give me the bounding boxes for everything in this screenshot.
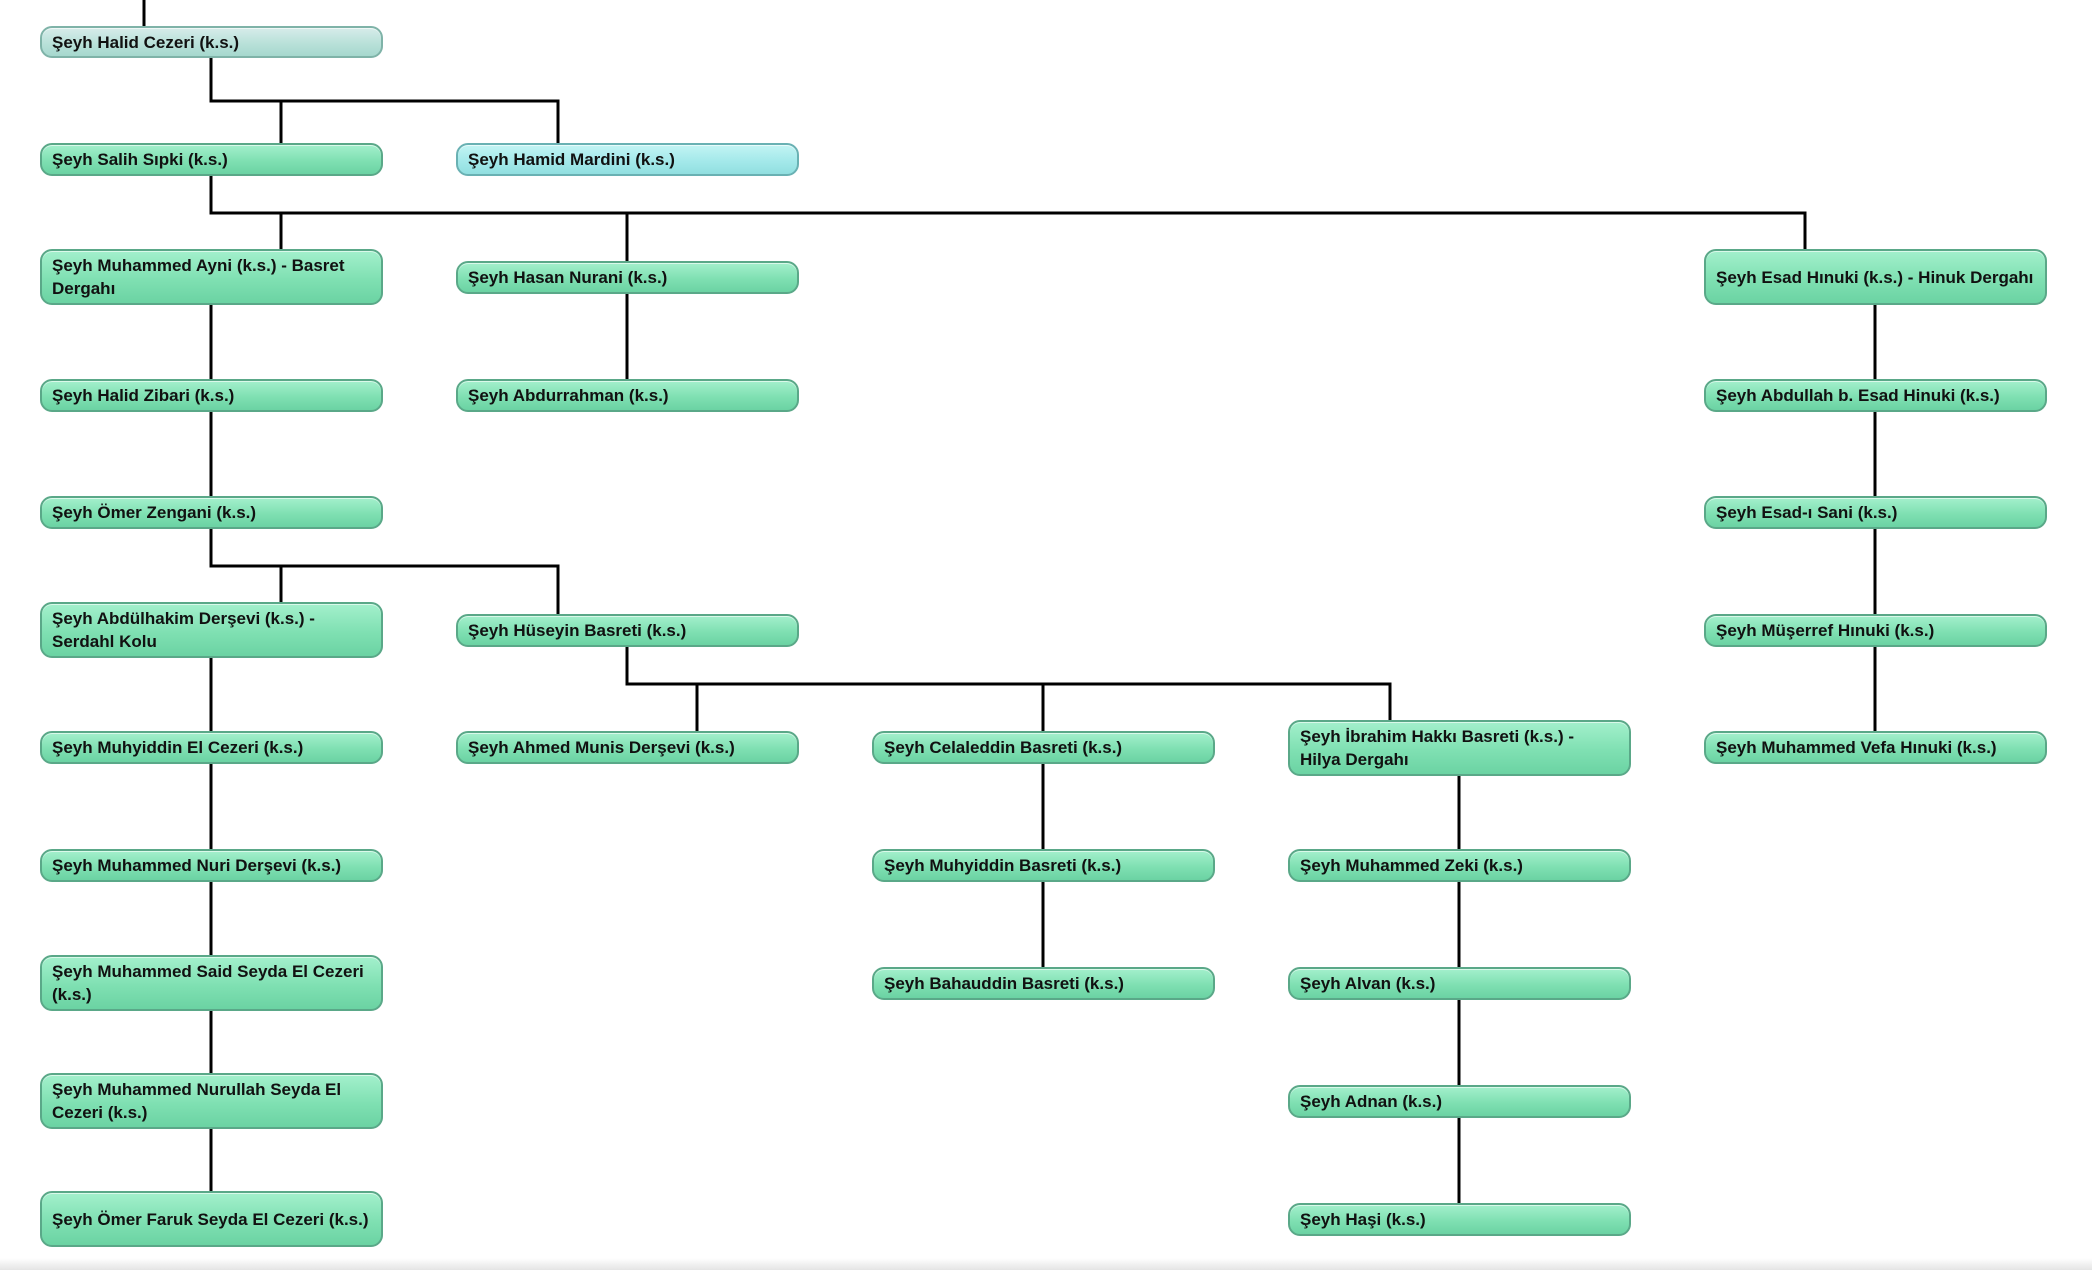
node-label: Şeyh Ahmed Munis Derşevi (k.s.) <box>468 738 735 757</box>
node-label: Şeyh Muhammed Nurullah Seyda El Cezeri (… <box>52 1080 342 1122</box>
node-ahmed-munis[interactable]: Şeyh Ahmed Munis Derşevi (k.s.) <box>456 731 799 764</box>
node-omer-faruk[interactable]: Şeyh Ömer Faruk Seyda El Cezeri (k.s.) <box>40 1191 383 1247</box>
node-muhammed-nuri[interactable]: Şeyh Muhammed Nuri Derşevi (k.s.) <box>40 849 383 882</box>
node-muhyiddin-cezeri[interactable]: Şeyh Muhyiddin El Cezeri (k.s.) <box>40 731 383 764</box>
node-abdurrahman[interactable]: Şeyh Abdurrahman (k.s.) <box>456 379 799 412</box>
node-label: Şeyh Ömer Zengani (k.s.) <box>52 503 257 522</box>
node-label: Şeyh Muhammed Ayni (k.s.) - Basret Derga… <box>52 256 345 298</box>
node-label: Şeyh Celaleddin Basreti (k.s.) <box>884 738 1123 757</box>
node-label: Şeyh Muhammed Zeki (k.s.) <box>1300 856 1523 875</box>
node-label: Şeyh Muhyiddin Basreti (k.s.) <box>884 856 1122 875</box>
node-label: Şeyh İbrahim Hakkı Basreti (k.s.) - Hily… <box>1300 727 1574 769</box>
node-abdulhakim-dersevi[interactable]: Şeyh Abdülhakim Derşevi (k.s.) - Serdahl… <box>40 602 383 658</box>
node-hamid-mardini[interactable]: Şeyh Hamid Mardini (k.s.) <box>456 143 799 176</box>
node-label: Şeyh Abdülhakim Derşevi (k.s.) - Serdahl… <box>52 609 315 651</box>
node-hasi[interactable]: Şeyh Haşi (k.s.) <box>1288 1203 1631 1236</box>
node-label: Şeyh Salih Sıpki (k.s.) <box>52 150 228 169</box>
node-muhyiddin-basreti[interactable]: Şeyh Muhyiddin Basreti (k.s.) <box>872 849 1215 882</box>
node-ibrahim-hakki[interactable]: Şeyh İbrahim Hakkı Basreti (k.s.) - Hily… <box>1288 720 1631 776</box>
node-label: Şeyh Halid Zibari (k.s.) <box>52 386 235 405</box>
node-muhammed-said[interactable]: Şeyh Muhammed Said Seyda El Cezeri (k.s.… <box>40 955 383 1011</box>
node-hasan-nurani[interactable]: Şeyh Hasan Nurani (k.s.) <box>456 261 799 294</box>
node-adnan[interactable]: Şeyh Adnan (k.s.) <box>1288 1085 1631 1118</box>
node-omer-zengani[interactable]: Şeyh Ömer Zengani (k.s.) <box>40 496 383 529</box>
node-muhammed-vefa[interactable]: Şeyh Muhammed Vefa Hınuki (k.s.) <box>1704 731 2047 764</box>
node-muserref-hinuki[interactable]: Şeyh Müşerref Hınuki (k.s.) <box>1704 614 2047 647</box>
node-label: Şeyh Esad Hınuki (k.s.) - Hinuk Dergahı <box>1716 267 2034 287</box>
node-label: Şeyh Hasan Nurani (k.s.) <box>468 268 668 287</box>
node-halid-cezeri[interactable]: Şeyh Halid Cezeri (k.s.) <box>40 26 383 58</box>
node-label: Şeyh Abdurrahman (k.s.) <box>468 386 669 405</box>
node-label: Şeyh Muhammed Vefa Hınuki (k.s.) <box>1716 738 1997 757</box>
node-label: Şeyh Hamid Mardini (k.s.) <box>468 150 675 169</box>
node-label: Şeyh Muhyiddin El Cezeri (k.s.) <box>52 738 304 757</box>
node-muhammed-ayni[interactable]: Şeyh Muhammed Ayni (k.s.) - Basret Derga… <box>40 249 383 305</box>
node-bahauddin-basreti[interactable]: Şeyh Bahauddin Basreti (k.s.) <box>872 967 1215 1000</box>
node-label: Şeyh Müşerref Hınuki (k.s.) <box>1716 621 1935 640</box>
node-label: Şeyh Adnan (k.s.) <box>1300 1092 1443 1111</box>
node-label: Şeyh Hüseyin Basreti (k.s.) <box>468 621 687 640</box>
node-huseyin-basreti[interactable]: Şeyh Hüseyin Basreti (k.s.) <box>456 614 799 647</box>
node-label: Şeyh Halid Cezeri (k.s.) <box>52 32 240 52</box>
node-abdullah-hinuki[interactable]: Şeyh Abdullah b. Esad Hinuki (k.s.) <box>1704 379 2047 412</box>
node-esad-hinuki[interactable]: Şeyh Esad Hınuki (k.s.) - Hinuk Dergahı <box>1704 249 2047 305</box>
node-label: Şeyh Muhammed Nuri Derşevi (k.s.) <box>52 856 342 875</box>
node-celaleddin-basreti[interactable]: Şeyh Celaleddin Basreti (k.s.) <box>872 731 1215 764</box>
node-muhammed-nurullah[interactable]: Şeyh Muhammed Nurullah Seyda El Cezeri (… <box>40 1073 383 1129</box>
node-label: Şeyh Bahauddin Basreti (k.s.) <box>884 974 1124 993</box>
node-salih-sipki[interactable]: Şeyh Salih Sıpki (k.s.) <box>40 143 383 176</box>
node-label: Şeyh Muhammed Said Seyda El Cezeri (k.s.… <box>52 962 364 1004</box>
node-alvan[interactable]: Şeyh Alvan (k.s.) <box>1288 967 1631 1000</box>
node-label: Şeyh Haşi (k.s.) <box>1300 1210 1426 1229</box>
node-label: Şeyh Esad-ı Sani (k.s.) <box>1716 503 1898 522</box>
node-esad-sani[interactable]: Şeyh Esad-ı Sani (k.s.) <box>1704 496 2047 529</box>
node-muhammed-zeki[interactable]: Şeyh Muhammed Zeki (k.s.) <box>1288 849 1631 882</box>
bottom-edge-shadow <box>0 1258 2092 1270</box>
node-label: Şeyh Ömer Faruk Seyda El Cezeri (k.s.) <box>52 1209 369 1229</box>
node-halid-zibari[interactable]: Şeyh Halid Zibari (k.s.) <box>40 379 383 412</box>
node-label: Şeyh Alvan (k.s.) <box>1300 974 1436 993</box>
node-label: Şeyh Abdullah b. Esad Hinuki (k.s.) <box>1716 386 2000 405</box>
